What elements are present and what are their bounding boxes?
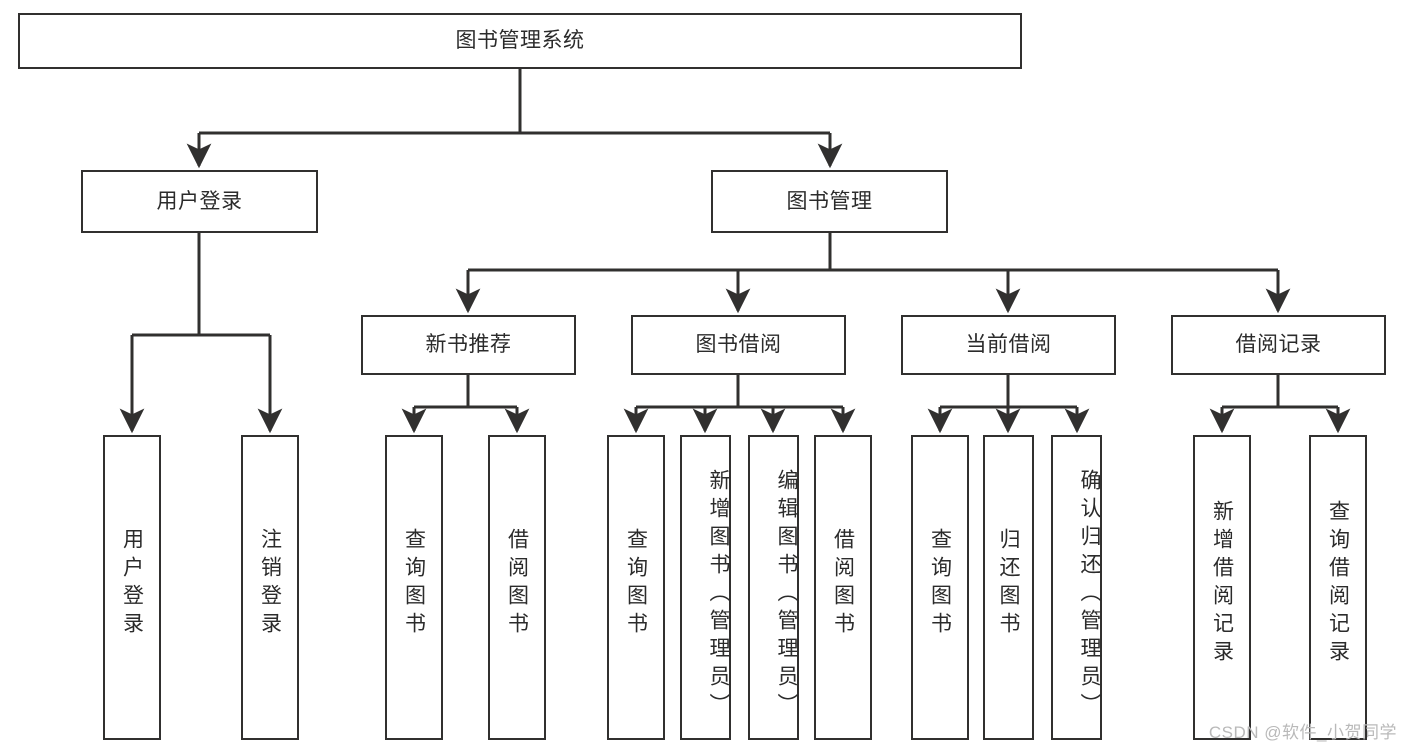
leaf-query-book-3[interactable]: 查询图书 bbox=[911, 435, 969, 740]
node-book-manage-label: 图书管理 bbox=[786, 189, 873, 213]
node-book-borrow-label: 图书借阅 bbox=[695, 333, 782, 357]
leaf-query-book-1[interactable]: 查询图书 bbox=[385, 435, 443, 740]
leaf-logout-label: 注销登录 bbox=[258, 527, 282, 640]
leaf-edit-book-admin[interactable]: 编辑图书（管理员） bbox=[748, 435, 799, 740]
node-user-login[interactable]: 用户登录 bbox=[81, 170, 318, 233]
leaf-query-book-3-label: 查询图书 bbox=[928, 527, 952, 640]
node-book-borrow[interactable]: 图书借阅 bbox=[631, 315, 846, 375]
leaf-add-book-admin-label: 新增图书（管理员） bbox=[707, 468, 730, 721]
node-book-manage[interactable]: 图书管理 bbox=[711, 170, 948, 233]
leaf-confirm-return-admin-label: 确认归还（管理员） bbox=[1078, 468, 1101, 721]
leaf-add-borrow-record[interactable]: 新增借阅记录 bbox=[1193, 435, 1251, 740]
leaf-logout[interactable]: 注销登录 bbox=[241, 435, 299, 740]
node-current-borrow-label: 当前借阅 bbox=[965, 333, 1052, 357]
leaf-user-login-label: 用户登录 bbox=[120, 527, 144, 640]
leaf-confirm-return-admin[interactable]: 确认归还（管理员） bbox=[1051, 435, 1102, 740]
leaf-return-book[interactable]: 归还图书 bbox=[983, 435, 1034, 740]
csdn-watermark: CSDN @软件_小贺同学 bbox=[1208, 723, 1397, 742]
leaf-add-borrow-record-label: 新增借阅记录 bbox=[1210, 499, 1234, 668]
node-borrow-record-label: 借阅记录 bbox=[1235, 333, 1322, 357]
leaf-borrow-book-2-label: 借阅图书 bbox=[831, 527, 855, 640]
leaf-user-login[interactable]: 用户登录 bbox=[103, 435, 161, 740]
leaf-query-borrow-record[interactable]: 查询借阅记录 bbox=[1309, 435, 1367, 740]
node-root[interactable]: 图书管理系统 bbox=[18, 13, 1022, 69]
node-new-book-recommend[interactable]: 新书推荐 bbox=[361, 315, 576, 375]
leaf-query-book-1-label: 查询图书 bbox=[402, 527, 426, 640]
leaf-return-book-label: 归还图书 bbox=[997, 527, 1020, 640]
leaf-borrow-book-1[interactable]: 借阅图书 bbox=[488, 435, 546, 740]
leaf-edit-book-admin-label: 编辑图书（管理员） bbox=[775, 468, 798, 721]
node-user-login-label: 用户登录 bbox=[156, 189, 243, 213]
leaf-borrow-book-1-label: 借阅图书 bbox=[505, 527, 529, 640]
node-root-label: 图书管理系统 bbox=[455, 29, 585, 53]
leaf-add-book-admin[interactable]: 新增图书（管理员） bbox=[680, 435, 731, 740]
node-new-book-recommend-label: 新书推荐 bbox=[425, 333, 512, 357]
leaf-query-borrow-record-label: 查询借阅记录 bbox=[1326, 499, 1350, 668]
leaf-borrow-book-2[interactable]: 借阅图书 bbox=[814, 435, 872, 740]
node-current-borrow[interactable]: 当前借阅 bbox=[901, 315, 1116, 375]
node-borrow-record[interactable]: 借阅记录 bbox=[1171, 315, 1386, 375]
leaf-query-book-2[interactable]: 查询图书 bbox=[607, 435, 665, 740]
leaf-query-book-2-label: 查询图书 bbox=[624, 527, 648, 640]
